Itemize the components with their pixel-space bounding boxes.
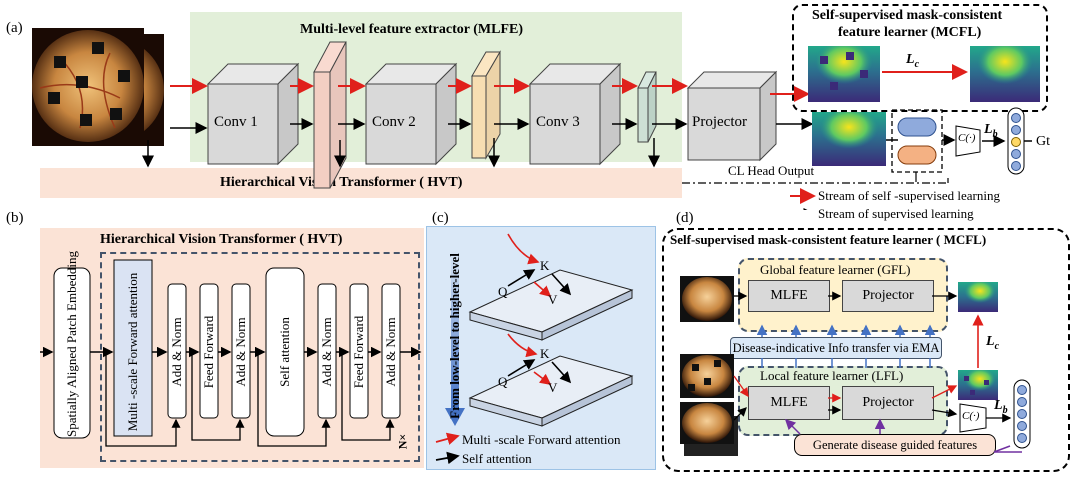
q-label-1: Q	[498, 284, 508, 299]
cl-heatmap-a	[812, 112, 886, 166]
mcfl-title-d: Self-supervised mask-consistent feature …	[670, 232, 987, 247]
panel-a-label: (a)	[6, 20, 23, 36]
projector-cube	[686, 70, 778, 162]
hvt-bar	[40, 168, 682, 198]
gfl-mlfe-box: MLFE	[748, 280, 830, 312]
c-panel-bg	[426, 226, 656, 470]
mcfl-box-a	[792, 4, 1048, 112]
mlfe-title: Multi-level feature extractor (MLFE)	[300, 22, 524, 37]
fundus-images-a	[32, 28, 164, 146]
ema-box: Disease-indicative Info transfer via EMA	[730, 337, 942, 359]
conv3-label: Conv 3	[536, 114, 580, 130]
mlfe-diagram	[142, 41, 949, 210]
projector-label: Projector	[692, 114, 747, 130]
lb-label-a: Lb	[984, 122, 998, 140]
conv3-cube	[528, 62, 622, 166]
masked-heatmap-a	[808, 46, 880, 102]
hvt-bar-label: Hierarchical Vision Transformer ( HVT)	[220, 175, 463, 190]
k-label-2: K	[540, 346, 550, 361]
panel-c-label: (c)	[432, 210, 449, 226]
global-heatmap-a	[970, 46, 1040, 102]
q-label-2: Q	[498, 374, 508, 389]
cl-head-output: CL Head Output	[728, 163, 815, 178]
lfl-mlfe-box: MLFE	[748, 386, 830, 420]
conv2-label: Conv 2	[372, 114, 416, 130]
mcfl-box-d	[662, 228, 1070, 472]
lfl-label: Local feature learner (LFL)	[760, 368, 904, 383]
gt-label: Gt	[1036, 134, 1050, 149]
conv1-cube	[206, 62, 300, 166]
k-label-1: K	[540, 258, 550, 273]
panel-d-label: (d)	[676, 210, 694, 226]
mcfl-a-content	[808, 46, 1040, 182]
generate-box: Generate disease guided features	[794, 434, 996, 456]
conv2-cube	[364, 62, 458, 166]
legend-red-a: Stream of self -supervised learning	[818, 188, 1000, 203]
feature-map-1	[313, 41, 347, 189]
c-func-a: C(·)	[958, 132, 976, 144]
c-legend-red: Multi -scale Forward attention	[462, 432, 621, 447]
panel-b-label: (b)	[6, 210, 24, 226]
lc-label-a: Lc	[906, 52, 920, 70]
feature-map-2	[471, 50, 501, 160]
v-label-2: V	[548, 380, 558, 395]
gfl-label: Global feature learner (GFL)	[760, 262, 911, 277]
c-func-d: C(·)	[962, 410, 980, 422]
v-label-1: V	[548, 292, 558, 307]
gfl-projector-box: Projector	[842, 280, 934, 312]
mcfl-title-a-2: feature learner (MCFL)	[838, 25, 982, 40]
mcfl-title-a-1: Self-supervised mask-consistent	[812, 8, 1003, 23]
lfl-projector-box: Projector	[842, 386, 934, 420]
c-legend-black: Self attention	[462, 451, 532, 466]
hvt-panel-title: Hierarchical Vision Transformer ( HVT)	[100, 232, 343, 247]
lb-label-d: Lb	[994, 398, 1008, 416]
legend-black-a: Stream of supervised learning	[818, 206, 974, 221]
conv1-label: Conv 1	[214, 114, 258, 130]
lc-label-d: Lc	[986, 334, 1000, 352]
